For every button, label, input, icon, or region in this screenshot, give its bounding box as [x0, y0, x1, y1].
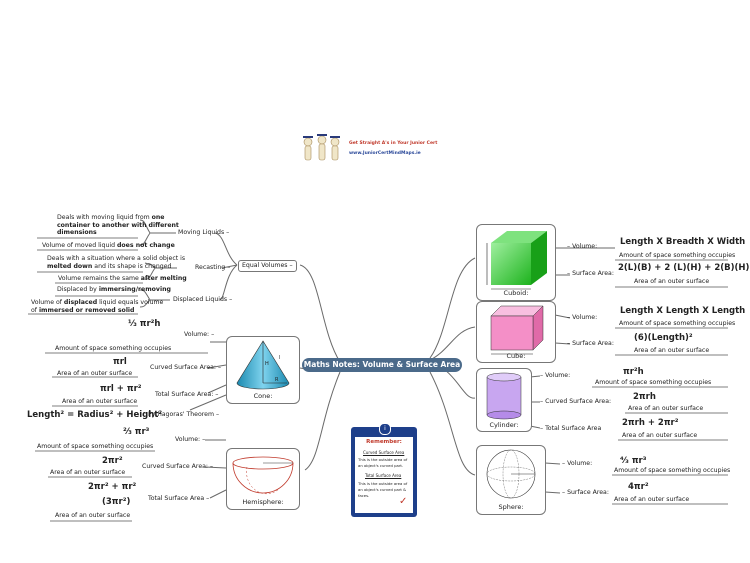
sphere-surface-label[interactable]: – Surface Area:: [562, 489, 609, 496]
cube-surface-label[interactable]: – Surface Area:: [567, 340, 614, 347]
cuboid-icon: [486, 231, 547, 290]
recasting-note-2: Volume remains the same after melting: [58, 275, 187, 282]
cylinder-curved-formula: 2πrh: [633, 392, 656, 402]
hemisphere-curved-label[interactable]: Curved Surface Area: –: [142, 463, 214, 470]
hemisphere-icon: [232, 456, 294, 495]
moving-liquids-note-2: Volume of moved liquid does not change: [42, 242, 175, 249]
remember-title: Remember:: [366, 439, 402, 445]
cylinder-total-note: Area of an outer surface: [622, 432, 698, 439]
cuboid-surface-formula: 2(L)(B) + 2 (L)(H) + 2(B)(H): [618, 263, 750, 273]
svg-text:l: l: [279, 355, 280, 361]
remember-line-4: Total Surface Area: [365, 473, 402, 478]
hemisphere-total-note: Area of an outer surface: [55, 512, 131, 519]
sphere-volume-note: Amount of space something occupies: [614, 467, 731, 474]
central-topic[interactable]: Maths Notes: Volume & Surface Area: [302, 358, 462, 372]
cone-total-label[interactable]: Total Surface Area: –: [155, 391, 219, 398]
cone-volume-note: Amount of space something occupies: [55, 345, 172, 352]
displaced-liquids-label[interactable]: Displaced Liquids –: [173, 296, 233, 303]
remember-line-2: This is the outside area of: [358, 457, 408, 462]
cylinder-curved-label[interactable]: – Curved Surface Area:: [540, 398, 612, 405]
svg-text:H: H: [265, 361, 269, 367]
cuboid-volume-note: Amount of space something occupies: [619, 252, 736, 259]
hemisphere-label: Hemisphere:: [242, 498, 284, 506]
cone-curved-label[interactable]: Curved Surface Area: –: [150, 364, 222, 371]
hemisphere-total-formula-1: 2πr² + πr²: [88, 482, 137, 492]
cylinder-curved-note: Area of an outer surface: [628, 405, 704, 412]
pythagoras-label[interactable]: Pythagoras' Theorem –: [148, 411, 220, 418]
cuboid-surface-label[interactable]: – Surface Area:: [567, 270, 614, 277]
sphere-volume-label[interactable]: – Volume:: [562, 460, 593, 467]
pythagoras-formula: Length² = Radius² + Height²: [27, 410, 163, 420]
cube-surface-note: Area of an outer surface: [634, 347, 710, 354]
cylinder-volume-label[interactable]: – Volume:: [540, 372, 571, 379]
cone-curved-note: Area of an outer surface: [57, 370, 133, 377]
cylinder-volume-note: Amount of space something occupies: [595, 379, 712, 386]
cone-curved-formula: πrl: [113, 357, 127, 367]
sphere-label: Sphere:: [498, 503, 524, 511]
displaced-note-1: Displaced by immersing/removing: [57, 286, 171, 293]
remember-line-7: faces.: [358, 493, 370, 498]
cylinder-icon: [486, 372, 522, 420]
cone-total-formula: πrl + πr²: [100, 384, 142, 394]
recasting-note-1: Deals with a situation where a solid obj…: [47, 255, 186, 270]
logo: [298, 130, 346, 165]
hemisphere-total-label[interactable]: Total Surface Area –: [148, 495, 210, 502]
recasting-label[interactable]: Recasting –: [195, 264, 231, 271]
hemisphere-curved-formula: 2πr²: [102, 456, 123, 466]
checkmark-icon: ✓: [399, 496, 408, 507]
remember-card: i Remember: Curved Surface Area This is …: [351, 423, 417, 517]
cuboid-label: Cuboid:: [503, 289, 529, 297]
cone-label: Cone:: [253, 392, 273, 400]
cylinder-label: Cylinder:: [489, 421, 519, 429]
cuboid-node[interactable]: Cuboid:: [476, 224, 556, 301]
cylinder-node[interactable]: Cylinder:: [476, 368, 532, 432]
sphere-volume-formula: ⁴⁄₃ πr³: [620, 456, 647, 466]
cylinder-total-label[interactable]: – Total Surface Area: [540, 425, 602, 432]
hemisphere-volume-formula: ⅔ πr³: [123, 427, 150, 437]
cube-icon: [490, 305, 544, 355]
remember-line-1: Curved Surface Area: [363, 450, 405, 455]
cone-volume-formula: ⅓ πr²h: [128, 319, 161, 329]
equal-volumes-label[interactable]: Equal Volumes –: [238, 260, 297, 272]
cube-volume-note: Amount of space something occupies: [619, 320, 736, 327]
hemisphere-node[interactable]: Hemisphere:: [226, 448, 300, 510]
cube-node[interactable]: Cube:: [476, 301, 556, 363]
cube-surface-formula: (6)(Length)²: [634, 333, 693, 343]
moving-liquids-label[interactable]: Moving Liquids –: [178, 229, 230, 236]
cube-label: Cube:: [506, 352, 526, 360]
cuboid-volume-label[interactable]: – Volume:: [567, 243, 598, 250]
logo-tagline: Get Straight A's in Your Junior Cert: [349, 141, 438, 146]
displaced-note-2: Volume of displaced liquid equals volume…: [31, 299, 164, 314]
sphere-icon: [486, 449, 536, 499]
cube-volume-formula: Length X Length X Length: [620, 306, 746, 316]
cylinder-total-formula: 2πrh + 2πr²: [622, 418, 679, 428]
remember-line-5: This is the outside area of: [358, 481, 408, 486]
sphere-node[interactable]: Sphere:: [476, 445, 546, 515]
cuboid-volume-formula: Length X Breadth X Width: [620, 237, 746, 247]
hemisphere-curved-note: Area of an outer surface: [50, 469, 126, 476]
hemisphere-total-formula-2: (3πr²): [102, 497, 131, 507]
cone-node[interactable]: H R l Cone:: [226, 336, 300, 404]
cone-volume-label[interactable]: Volume: –: [184, 331, 215, 338]
hemisphere-volume-label[interactable]: Volume: –: [175, 436, 206, 443]
logo-url[interactable]: www.JuniorCertMindMaps.ie: [349, 151, 421, 156]
remember-line-6: an object's curved part &: [358, 487, 407, 492]
cylinder-volume-formula: πr²h: [623, 367, 644, 377]
svg-text:R: R: [275, 377, 279, 383]
sphere-surface-formula: 4πr²: [628, 482, 649, 492]
moving-liquids-note-1: Deals with moving liquid from one contai…: [57, 214, 179, 236]
hemisphere-volume-note: Amount of space something occupies: [37, 443, 154, 450]
cone-icon: H R l: [236, 340, 290, 390]
cuboid-surface-note: Area of an outer surface: [634, 278, 710, 285]
graduates-logo-icon: [303, 134, 340, 161]
cube-volume-label[interactable]: – Volume:: [567, 314, 598, 321]
remember-line-3: an object's curved part.: [358, 463, 404, 468]
cone-total-note: Area of an outer surface: [62, 398, 138, 405]
sphere-surface-note: Area of an outer surface: [614, 496, 690, 503]
info-icon: i: [379, 423, 391, 435]
